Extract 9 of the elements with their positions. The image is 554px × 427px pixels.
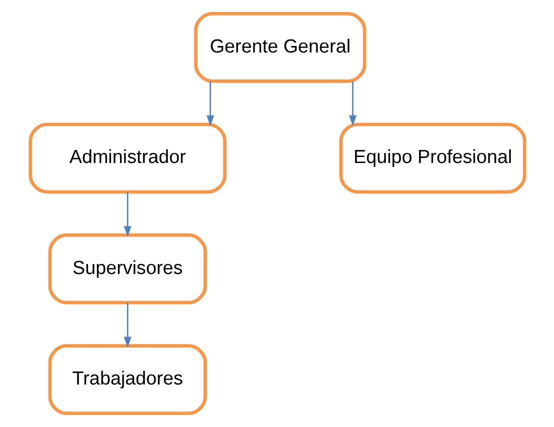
node-box: Trabajadores <box>48 344 206 416</box>
node-box: Equipo Profesional <box>338 122 526 194</box>
node-box: Administrador <box>28 122 226 194</box>
arrow <box>123 192 131 237</box>
node-box: Supervisores <box>48 233 206 304</box>
arrow <box>123 302 131 348</box>
arrow <box>348 81 356 126</box>
arrow <box>206 81 214 126</box>
node-box: Gerente General <box>194 12 366 83</box>
